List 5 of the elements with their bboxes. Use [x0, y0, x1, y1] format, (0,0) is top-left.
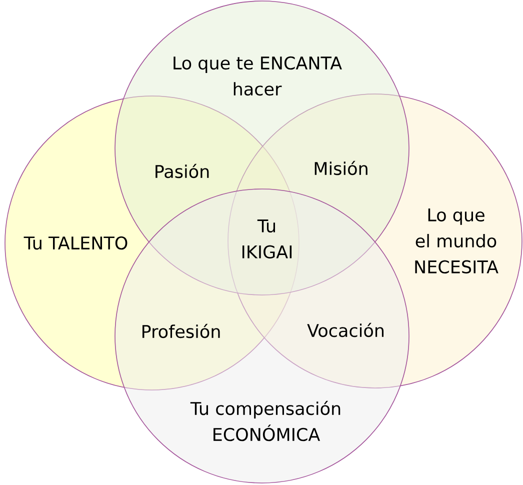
region-label: Misión [314, 160, 368, 176]
region-label: Profesión [142, 324, 220, 338]
region-label: Pasión [156, 164, 209, 178]
region-label: Tu IKIGAI [242, 219, 292, 258]
region-label: Vocación [307, 322, 384, 338]
